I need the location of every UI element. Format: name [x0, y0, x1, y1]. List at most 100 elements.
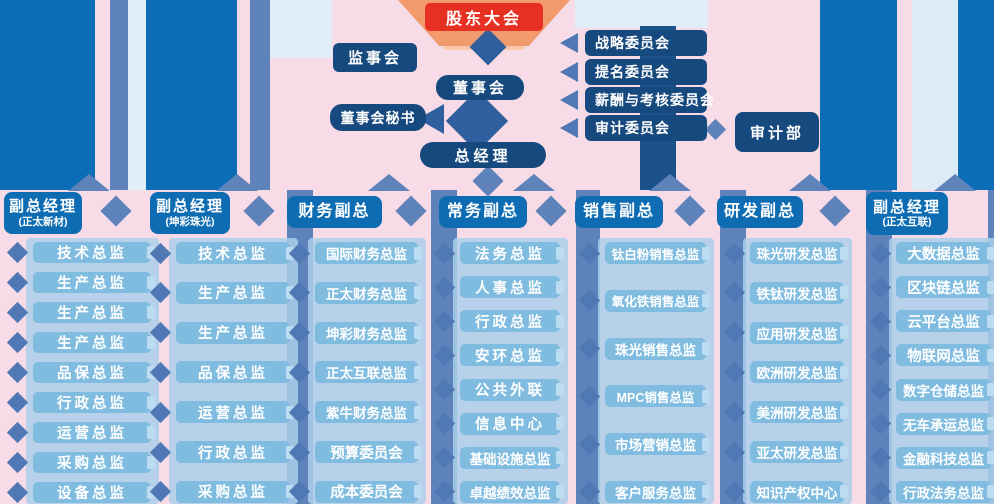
division-header: 副总经理(正太新材) — [4, 192, 82, 234]
department-label: 行政总监 — [475, 314, 545, 331]
department-label: 行政总监 — [57, 396, 127, 412]
department-label: 技术总监 — [198, 246, 268, 263]
department-label: 运营总监 — [57, 426, 127, 442]
item-edge-tab — [987, 451, 994, 465]
item-edge-tab — [987, 383, 994, 397]
department-box: 知识产权中心 — [723, 480, 848, 503]
department-box: 应用研发总监 — [723, 321, 848, 344]
department-label: 知识产权中心 — [756, 485, 838, 501]
division-column: 国际财务总监正太财务总监坤彩财务总监正太互联总监紫牛财务总监预算委员会成本委员会 — [288, 242, 422, 503]
department-label: 国际财务总监 — [326, 247, 407, 262]
department-box: 国际财务总监 — [288, 242, 422, 264]
department-label: 生产总监 — [57, 336, 127, 352]
department-box: 亚太研发总监 — [723, 441, 848, 464]
department-box: 行政总监 — [433, 310, 564, 333]
board-of-directors-label: 董事会 — [452, 80, 507, 97]
department-label: MPC销售总监 — [616, 390, 695, 405]
division-header: 财务副总 — [287, 196, 382, 228]
department-label: 亚太研发总监 — [756, 446, 838, 462]
department-box: 采购总监 — [149, 480, 294, 503]
department-label: 设备总监 — [57, 486, 127, 502]
department-label: 紫牛财务总监 — [326, 406, 407, 422]
department-box: 行政法务总监 — [869, 480, 994, 503]
department-box: 生产总监 — [149, 321, 294, 344]
department-box: 运营总监 — [149, 401, 294, 424]
committee-label: 提名委员会 — [595, 64, 670, 80]
department-label: 生产总监 — [198, 326, 268, 343]
department-label: 云平台总监 — [907, 314, 980, 331]
department-box: 大数据总监 — [869, 242, 994, 264]
division-header: 副总经理(正太互联) — [866, 192, 948, 235]
division-title: 研发副总 — [723, 202, 796, 220]
department-label: 生产总监 — [57, 306, 127, 322]
item-edge-tab — [414, 326, 422, 340]
department-label: 欧洲研发总监 — [756, 366, 838, 382]
department-label: 客户服务总监 — [615, 485, 696, 501]
department-label: 铁钛研发总监 — [756, 286, 838, 302]
item-edge-tab — [840, 286, 848, 300]
item-edge-tab — [414, 365, 422, 379]
header-connector-diamond — [674, 195, 706, 227]
division-title: 财务副总 — [298, 202, 371, 220]
department-label: 美洲研发总监 — [756, 406, 838, 422]
item-edge-tab — [840, 445, 848, 459]
division-header: 副总经理(坤彩珠光) — [150, 192, 230, 234]
department-label: 珠光销售总监 — [615, 342, 696, 358]
department-box: 美洲研发总监 — [723, 401, 848, 424]
item-edge-tab — [556, 383, 564, 397]
item-edge-tab — [147, 426, 155, 439]
department-label: 预算委员会 — [330, 445, 403, 462]
department-label: 珠光研发总监 — [756, 247, 838, 262]
department-label: 品保总监 — [57, 366, 127, 382]
item-edge-tab — [556, 417, 564, 431]
item-edge-tab — [987, 280, 994, 294]
department-box: 铁钛研发总监 — [723, 281, 848, 304]
department-label: 生产总监 — [57, 276, 127, 292]
header-connector-diamond — [818, 195, 851, 227]
bg-band — [912, 0, 958, 190]
header-connector-arrow — [513, 174, 555, 191]
committee-box: 审计委员会 — [585, 115, 707, 141]
department-box: 云平台总监 — [869, 310, 994, 333]
item-edge-tab — [702, 294, 710, 308]
division-title: 副总经理 — [872, 198, 941, 216]
department-box: 市场营销总监 — [578, 433, 710, 456]
department-box: 生产总监 — [149, 281, 294, 304]
department-label: 正太财务总监 — [326, 286, 407, 302]
department-label: 法务总监 — [475, 246, 545, 263]
department-box: 生产总监 — [6, 331, 155, 354]
item-connector-diamond — [6, 241, 29, 264]
column-backing — [598, 238, 714, 504]
department-label: 氧化铁销售总监 — [611, 295, 700, 310]
committee-connector-arrow — [560, 62, 578, 82]
division-subtitle: (正太互联) — [882, 216, 932, 229]
department-box: 公共外联 — [433, 378, 564, 401]
department-label: 技术总监 — [57, 246, 127, 262]
division-title: 副总经理 — [8, 198, 77, 216]
department-box: 紫牛财务总监 — [288, 401, 422, 424]
item-connector-diamond — [6, 361, 29, 384]
item-edge-tab — [556, 246, 564, 260]
department-box: 技术总监 — [149, 242, 294, 264]
item-edge-tab — [147, 306, 155, 319]
header-connector-diamond — [100, 195, 132, 227]
item-edge-tab — [987, 348, 994, 362]
department-box: 正太互联总监 — [288, 361, 422, 384]
department-label: 基础设施总监 — [469, 451, 551, 467]
item-edge-tab — [556, 348, 564, 362]
item-edge-tab — [987, 246, 994, 260]
department-label: 金融科技总监 — [903, 451, 984, 467]
committee-connector-arrow — [560, 33, 578, 53]
division-column: 法务总监人事总监行政总监安环总监公共外联信息中心基础设施总监卓越绩效总监 — [433, 242, 564, 503]
item-edge-tab — [147, 276, 155, 289]
department-box: 法务总监 — [433, 242, 564, 264]
department-box: 信息中心 — [433, 412, 564, 435]
item-edge-tab — [556, 451, 564, 465]
department-box: 珠光销售总监 — [578, 337, 710, 360]
item-edge-tab — [987, 485, 994, 499]
general-manager-box: 总经理 — [420, 142, 546, 168]
committee-box: 战略委员会 — [585, 30, 707, 56]
department-label: 公共外联 — [475, 383, 545, 400]
department-box: 卓越绩效总监 — [433, 480, 564, 503]
